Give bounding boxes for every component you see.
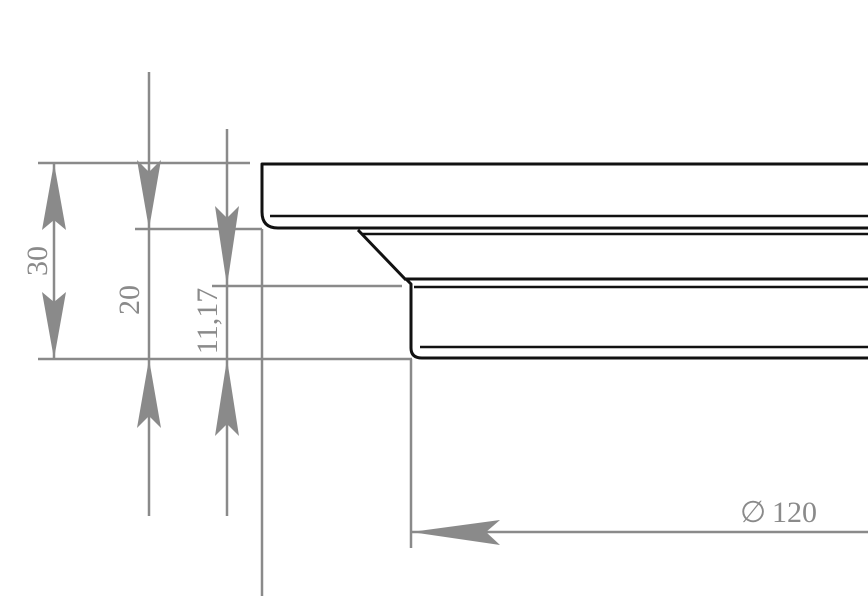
- top-flange-outline: [260, 162, 868, 230]
- arrowhead-down: [215, 206, 239, 286]
- arrowhead-up: [137, 359, 161, 428]
- arrowhead-down: [137, 160, 161, 229]
- dimension-overall-height: 30: [21, 163, 66, 359]
- arrowhead-up: [215, 359, 239, 436]
- lower-hub-outline: [404, 277, 868, 360]
- arrowhead-left: [411, 520, 500, 545]
- dimension-lower-step: 11,17: [191, 129, 239, 516]
- dimension-diameter: ∅ 120: [411, 496, 868, 545]
- arrowhead-down: [42, 292, 66, 359]
- chamfer-edge: [356, 228, 408, 282]
- dimension-label-11-17: 11,17: [191, 288, 224, 354]
- extension-lines: [38, 161, 413, 596]
- diameter-symbol-icon: ∅: [740, 496, 766, 529]
- dimension-label-diameter: 120: [772, 496, 817, 529]
- part-profile: [260, 162, 868, 360]
- dimension-label-20: 20: [113, 285, 146, 315]
- arrowhead-up: [42, 163, 66, 230]
- dimension-upper-step: 20: [113, 72, 161, 516]
- dimension-label-30: 30: [21, 246, 54, 276]
